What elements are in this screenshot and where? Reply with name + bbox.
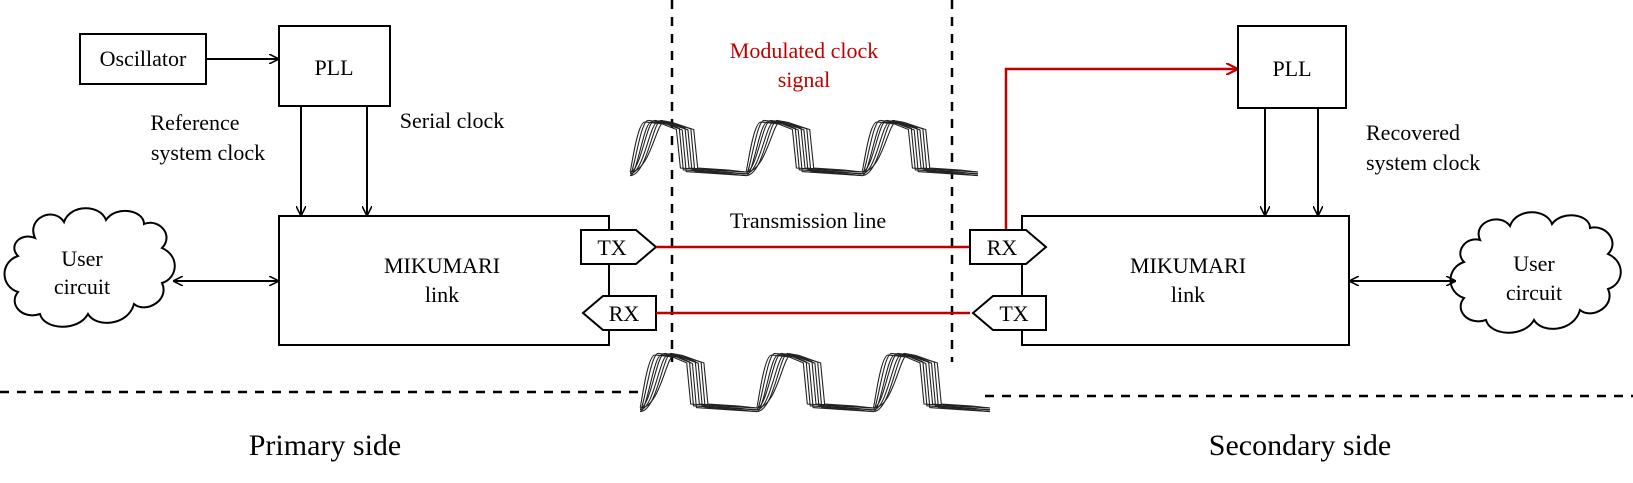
waveform-trace — [629, 119, 979, 175]
primary-rx-port — [581, 295, 657, 331]
transmission-line-label: Transmission line — [730, 208, 886, 233]
oscillator-label: Oscillator — [100, 46, 187, 71]
reference-clock-label-line2: system clock — [151, 140, 265, 165]
secondary-tx-label: TX — [999, 301, 1028, 326]
waveform-trace — [629, 121, 979, 177]
secondary-pll-box — [1237, 25, 1347, 109]
waveform-trace — [639, 354, 991, 409]
recovered-clock-label-line1: Recovered — [1366, 120, 1460, 145]
modulated-clock-waveform-bottom — [639, 352, 991, 413]
waveform-trace — [629, 121, 979, 175]
serial-clock-label: Serial clock — [400, 108, 504, 133]
oscillator-box — [79, 33, 207, 85]
reference-clock-label-line1: Reference — [150, 110, 239, 135]
primary-tx-port — [580, 229, 658, 265]
waveform-trace — [639, 352, 991, 409]
primary-user-circuit-cloud — [3, 207, 176, 328]
primary-link-label-line1: MIKUMARI — [384, 253, 500, 278]
primary-pll-label: PLL — [314, 55, 353, 80]
primary-mikumari-link-box — [278, 215, 610, 346]
waveform-trace — [629, 121, 979, 173]
secondary-user-label-line1: User — [1513, 251, 1555, 276]
primary-tx-label: TX — [597, 235, 626, 260]
secondary-tx-port — [971, 295, 1047, 331]
secondary-link-label-line2: link — [1171, 282, 1205, 307]
primary-user-label-line1: User — [61, 246, 103, 271]
secondary-rx-port — [969, 229, 1048, 265]
primary-link-label-line2: link — [425, 282, 459, 307]
secondary-mikumari-link-box — [1021, 215, 1350, 346]
modulated-signal-label-line1: Modulated clock — [730, 38, 878, 63]
primary-rx-label: RX — [609, 301, 640, 326]
primary-side-label: Primary side — [249, 429, 401, 462]
modulated-signal-label-line2: signal — [778, 67, 831, 92]
secondary-pll-label: PLL — [1272, 56, 1311, 81]
waveform-trace — [629, 121, 979, 173]
recovered-clock-to-pll-arrow — [1004, 69, 1238, 230]
modulated-clock-waveform-top — [629, 119, 979, 177]
recovered-clock-label-line2: system clock — [1366, 150, 1480, 175]
waveform-trace — [639, 354, 991, 413]
secondary-user-circuit-cloud — [1449, 211, 1622, 334]
waveform-trace — [639, 354, 991, 411]
waveform-trace — [639, 352, 991, 413]
secondary-side-label: Secondary side — [1209, 429, 1391, 462]
waveform-trace — [639, 352, 991, 411]
secondary-user-label-line2: circuit — [1506, 280, 1562, 305]
waveform-trace — [629, 119, 979, 177]
waveform-trace — [629, 119, 979, 173]
primary-user-label-line2: circuit — [54, 274, 110, 299]
secondary-rx-label: RX — [987, 235, 1018, 260]
primary-pll-box — [278, 25, 391, 107]
secondary-link-label-line1: MIKUMARI — [1130, 253, 1246, 278]
waveform-trace — [639, 354, 991, 409]
